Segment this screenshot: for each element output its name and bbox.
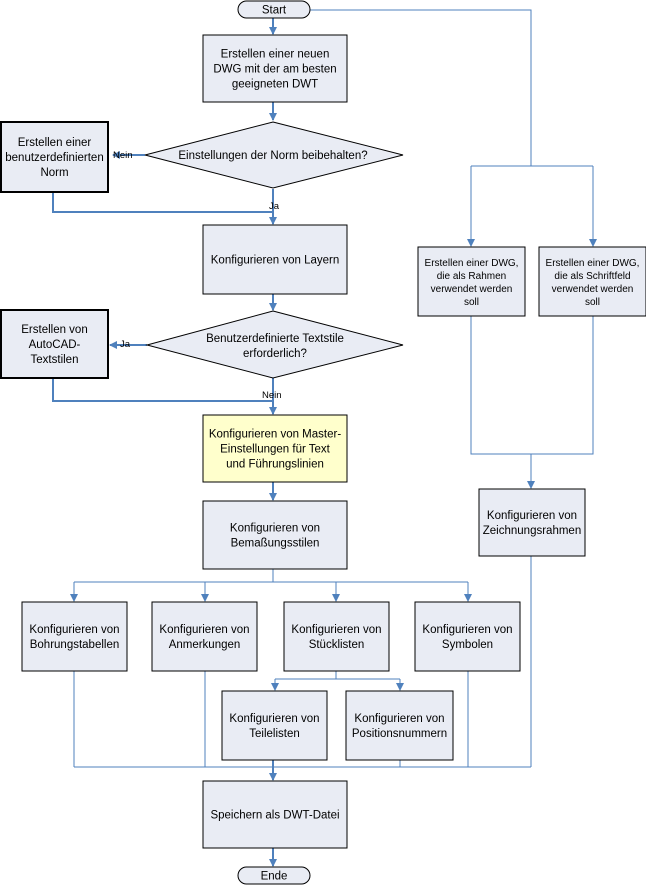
step-layers-box <box>202 224 348 295</box>
step-bore-tables-box <box>21 601 128 672</box>
step-balloons-text-line: Konfigurieren von <box>354 713 444 725</box>
step-master-settings-text-line: Konfigurieren von Master- <box>209 429 341 441</box>
label-nein-1: Nein <box>113 150 133 161</box>
step-layers: Konfigurieren von Layern <box>202 224 348 295</box>
decision-custom-textstyles-line2: erforderlich? <box>243 348 307 360</box>
end-terminal: Ende <box>237 866 311 885</box>
end-label: Ende <box>261 871 288 883</box>
step-bom-text-line: Stücklisten <box>309 639 365 651</box>
step-titleblock-dwg-text-line: verwendet werden <box>552 284 634 295</box>
step-layers-text-line: Konfigurieren von Layern <box>211 255 340 267</box>
step-drawing-frames-text-line: Konfigurieren von <box>487 510 577 522</box>
step-frame-dwg-text-line: verwendet werden <box>431 284 513 295</box>
step-bore-tables-text-line: Bohrungstabellen <box>30 639 120 651</box>
step-dim-styles-text-line: Konfigurieren von <box>230 523 320 535</box>
label-nein-2: Nein <box>262 390 282 401</box>
step-bom-box <box>283 601 390 672</box>
step-drawing-frames-text-line: Zeichnungsrahmen <box>483 525 581 537</box>
step-dim-styles-box <box>202 500 348 570</box>
step-bore-tables-text-line: Konfigurieren von <box>29 624 119 636</box>
step-part-lists-text-line: Konfigurieren von <box>229 713 319 725</box>
step-master-settings: Konfigurieren von Master- Einstellungen f… <box>202 414 348 483</box>
step-balloons-box <box>345 690 454 761</box>
step-master-settings-text-line: und Führungslinien <box>226 459 324 471</box>
start-label: Start <box>262 5 287 17</box>
label-ja-1: Ja <box>269 201 280 212</box>
step-custom-norm-text-line: Erstellen einer <box>18 137 92 149</box>
step-master-settings-text-line: Einstellungen für Text <box>220 444 331 456</box>
step-titleblock-dwg: Erstellen einer DWG, die als Schriftfeld v… <box>538 246 646 317</box>
step-autocad-textstyles-text-line: Textstilen <box>31 354 79 366</box>
step-master-settings-box <box>202 414 348 483</box>
step-titleblock-dwg-text-line: die als Schriftfeld <box>554 271 630 282</box>
step-save-dwt-text-line: Speichern als DWT-Datei <box>210 810 339 822</box>
step-symbols-text-line: Symbolen <box>442 639 493 651</box>
step-drawing-frames-box <box>478 488 586 557</box>
step-annotations-box <box>151 601 258 672</box>
step-titleblock-dwg-text-line: soll <box>585 297 600 308</box>
step-create-dwg-text-line: geeigneten DWT <box>232 79 318 91</box>
step-symbols-text-line: Konfigurieren von <box>422 624 512 636</box>
step-create-dwg-box <box>202 34 348 103</box>
step-frame-dwg-text-line: Erstellen einer DWG, <box>425 258 519 269</box>
step-symbols-box <box>414 601 521 672</box>
step-autocad-textstyles-text-line: AutoCAD- <box>29 339 81 351</box>
step-autocad-textstyles-box <box>0 309 109 379</box>
step-custom-norm-text-line: Norm <box>40 167 68 179</box>
decision-custom-textstyles: Benutzerdefinierte Textstile erforderlic… <box>145 310 404 379</box>
step-custom-norm-box <box>0 121 109 193</box>
step-titleblock-dwg-text-line: Erstellen einer DWG, <box>546 258 640 269</box>
decision-keep-norm: Einstellungen der Norm beibehalten? <box>144 121 404 189</box>
step-part-lists-text-line: Teilelisten <box>249 728 300 740</box>
step-frame-dwg-box <box>417 246 526 317</box>
step-titleblock-dwg-box <box>538 246 646 317</box>
step-save-dwt-box <box>202 780 348 849</box>
decision-custom-textstyles-line1: Benutzerdefinierte Textstile <box>206 333 344 345</box>
step-annotations-text-line: Konfigurieren von <box>159 624 249 636</box>
step-create-dwg-text-line: Erstellen einer neuen <box>221 49 330 61</box>
connectors <box>52 9 597 867</box>
step-frame-dwg: Erstellen einer DWG, die als Rahmen verwen… <box>417 246 526 317</box>
step-custom-norm-text-line: benutzerdefinierten <box>5 152 103 164</box>
step-balloons-text-line: Positionsnummern <box>352 728 447 740</box>
step-annotations-text-line: Anmerkungen <box>169 639 241 651</box>
decision-keep-norm-text: Einstellungen der Norm beibehalten? <box>178 150 367 162</box>
step-frame-dwg-text-line: die als Rahmen <box>437 271 506 282</box>
step-frame-dwg-text-line: soll <box>464 297 479 308</box>
step-bom-text-line: Konfigurieren von <box>291 624 381 636</box>
step-dim-styles-text-line: Bemaßungsstilen <box>231 538 320 550</box>
label-ja-2: Ja <box>120 339 131 350</box>
step-part-lists-box <box>221 690 328 761</box>
step-autocad-textstyles-text-line: Erstellen von <box>21 324 87 336</box>
step-create-dwg-text-line: DWG mit der am besten <box>213 64 336 76</box>
start-terminal: Start <box>237 0 311 19</box>
step-save-dwt: Speichern als DWT-Datei <box>202 780 348 849</box>
